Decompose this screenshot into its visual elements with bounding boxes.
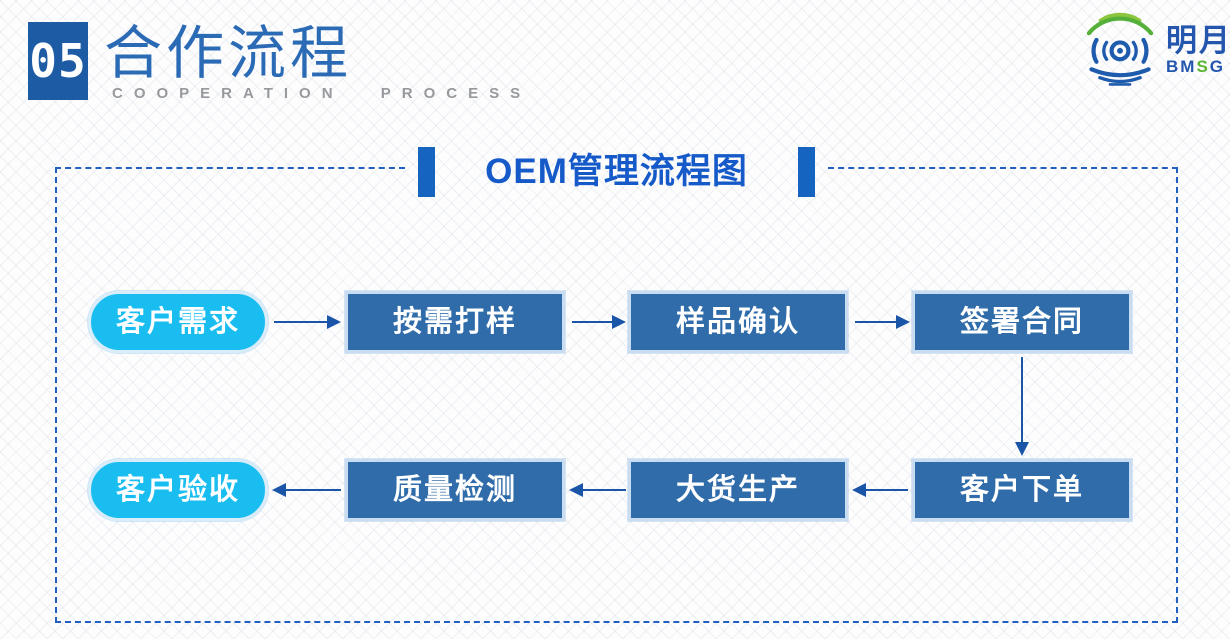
arrow-right-icon-3	[855, 315, 910, 329]
flow-node-contract-signing: 签署合同	[912, 291, 1132, 353]
section-number-box: 05	[28, 22, 88, 100]
arrow-right-icon-1	[274, 315, 341, 329]
flow-node-customer-acceptance: 客户验收	[88, 459, 268, 521]
flowchart-title: OEM管理流程图	[485, 152, 748, 191]
flow-node-customer-order: 客户下单	[912, 459, 1132, 521]
section-number: 05	[29, 34, 87, 88]
arrow-right-icon-2	[572, 315, 626, 329]
company-name: 明月	[1166, 23, 1230, 58]
title-accent-bar-left-icon	[418, 147, 435, 197]
company-abbr: BMSG	[1166, 57, 1226, 76]
title-accent-bar-right-icon	[798, 147, 815, 197]
flow-node-bulk-production: 大货生产	[628, 459, 848, 521]
flow-node-quality-inspection: 质量检测	[345, 459, 565, 521]
company-logo-text: 明月 BMSG	[1166, 25, 1230, 75]
flow-node-customer-demand: 客户需求	[88, 291, 268, 353]
arrow-left-icon-1	[852, 483, 908, 497]
arrow-left-icon-2	[569, 483, 626, 497]
company-logo-icon	[1086, 12, 1154, 86]
flow-node-sampling-on-demand: 按需打样	[345, 291, 565, 353]
page-subtitle: COOPERATION PROCESS	[112, 85, 532, 102]
arrow-left-icon-3	[272, 483, 341, 497]
flowchart-panel-border-top-left	[55, 167, 405, 169]
flowchart-panel-border-top-right	[828, 167, 1178, 169]
page-title: 合作流程	[104, 21, 353, 86]
company-logo: 明月 BMSG	[1078, 8, 1230, 92]
arrow-down-icon	[1015, 357, 1029, 456]
flow-node-sample-confirmation: 样品确认	[628, 291, 848, 353]
flowchart-panel-border	[55, 167, 1178, 623]
